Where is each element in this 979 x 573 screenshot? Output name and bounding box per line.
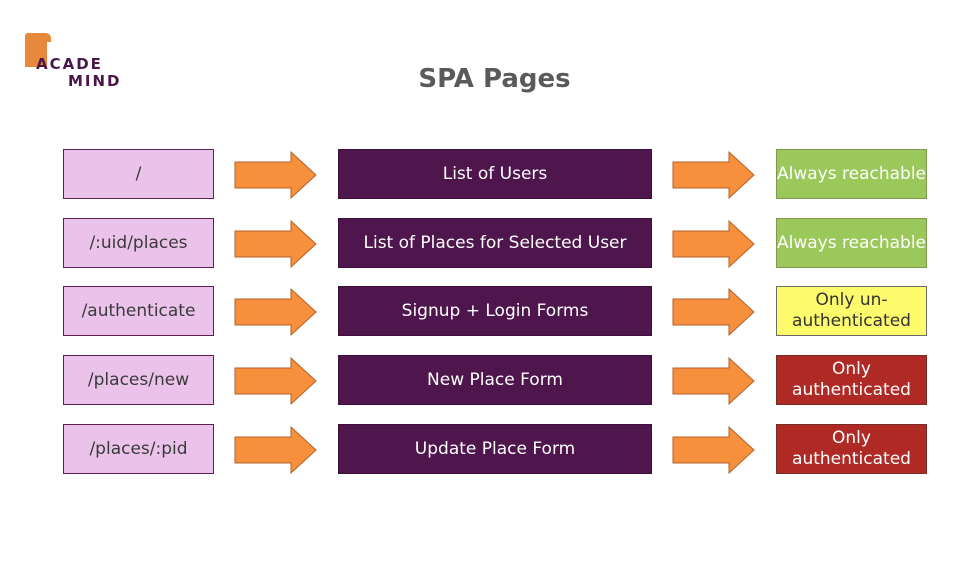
logo-text-line2: MIND [68, 72, 122, 90]
access-status-box: Only authenticated [776, 424, 927, 474]
access-status-box: Always reachable [776, 149, 927, 199]
right-arrow-icon [672, 287, 755, 337]
right-arrow-icon [672, 356, 755, 406]
page-box: List of Users [338, 149, 652, 199]
right-arrow-icon [672, 425, 755, 475]
access-status-box: Always reachable [776, 218, 927, 268]
right-arrow-icon [234, 219, 317, 269]
route-box: /authenticate [63, 286, 214, 336]
page-title: SPA Pages [418, 64, 571, 94]
right-arrow-icon [234, 150, 317, 200]
page-box: New Place Form [338, 355, 652, 405]
route-row: / List of Users Always reachable [0, 149, 979, 201]
route-box: /places/:pid [63, 424, 214, 474]
right-arrow-icon [234, 356, 317, 406]
logo-mark-icon [25, 33, 51, 67]
right-arrow-icon [672, 219, 755, 269]
route-box: / [63, 149, 214, 199]
access-status-box: Only authenticated [776, 355, 927, 405]
access-status-box: Only un-authenticated [776, 286, 927, 336]
right-arrow-icon [234, 425, 317, 475]
right-arrow-icon [672, 150, 755, 200]
academind-logo: ACADE MIND [22, 30, 132, 92]
route-row: /authenticate Signup + Login Forms Only … [0, 286, 979, 338]
page-box: Update Place Form [338, 424, 652, 474]
page-box: List of Places for Selected User [338, 218, 652, 268]
route-row: /:uid/places List of Places for Selected… [0, 218, 979, 270]
route-row: /places/:pid Update Place Form Only auth… [0, 424, 979, 476]
route-box: /:uid/places [63, 218, 214, 268]
route-row: /places/new New Place Form Only authenti… [0, 355, 979, 407]
route-box: /places/new [63, 355, 214, 405]
page-box: Signup + Login Forms [338, 286, 652, 336]
right-arrow-icon [234, 287, 317, 337]
logo-text-line1: ACADE [36, 55, 103, 73]
